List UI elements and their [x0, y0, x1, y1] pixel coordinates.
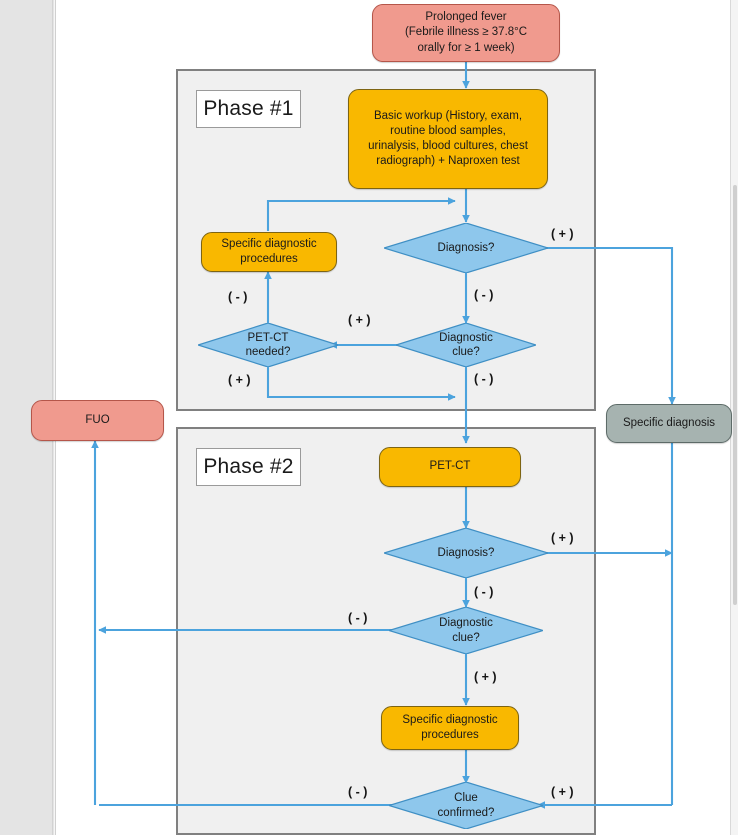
node-start-text: Prolonged fever(Febrile illness ≥ 37.8°C…: [404, 11, 528, 54]
p2-diagnosis-shape: [384, 528, 548, 578]
node-p2-diagnosis-text: Diagnosis?: [437, 546, 495, 559]
p1-petct-needed-shape: [198, 323, 338, 367]
node-basic-workup[interactable]: Basic workup (History, exam,routine bloo…: [348, 89, 548, 189]
node-specific-diagnosis[interactable]: Specific diagnosis: [606, 404, 732, 443]
node-p2-diagnosis[interactable]: Diagnosis?: [384, 528, 548, 578]
label-p2-clue-neg: ( - ): [348, 611, 368, 625]
p2-clue-shape: [389, 607, 543, 654]
phase-2-label: Phase #2: [196, 448, 301, 486]
label-p1-clue-pos: ( + ): [348, 313, 371, 327]
node-fuo-text: FUO: [85, 413, 110, 426]
p2-clue-confirmed-shape: [389, 782, 543, 829]
scrollbar-thumb[interactable]: [733, 185, 737, 605]
node-p1-diagnosis-text: Diagnosis?: [437, 241, 495, 254]
node-start-prolonged-fever[interactable]: Prolonged fever(Febrile illness ≥ 37.8°C…: [372, 4, 560, 62]
label-p2-diagnosis-neg: ( - ): [474, 585, 494, 599]
label-p1-petct-pos: ( + ): [228, 373, 251, 387]
label-p1-diagnosis-pos: ( + ): [551, 227, 574, 241]
node-p1-diagnosis[interactable]: Diagnosis?: [384, 223, 548, 273]
label-p2-clue-pos: ( + ): [474, 670, 497, 684]
node-petct-text: PET-CT: [429, 460, 471, 473]
label-p2-confirmed-pos: ( + ): [551, 785, 574, 799]
label-p2-confirmed-neg: ( - ): [348, 785, 368, 799]
p1-clue-shape: [396, 323, 536, 367]
p1-diagnosis-shape: [384, 223, 548, 273]
node-petct[interactable]: PET-CT: [379, 447, 521, 487]
label-p1-petct-neg: ( - ): [228, 290, 248, 304]
node-specific-diagnosis-text: Specific diagnosis: [622, 416, 716, 429]
node-fuo[interactable]: FUO: [31, 400, 164, 441]
label-p2-diagnosis-pos: ( + ): [551, 531, 574, 545]
phase-1-label: Phase #1: [196, 90, 301, 128]
label-p1-diagnosis-neg: ( - ): [474, 288, 494, 302]
label-p1-clue-neg: ( - ): [474, 372, 494, 386]
node-basic-workup-text: Basic workup (History, exam,routine bloo…: [368, 109, 528, 168]
